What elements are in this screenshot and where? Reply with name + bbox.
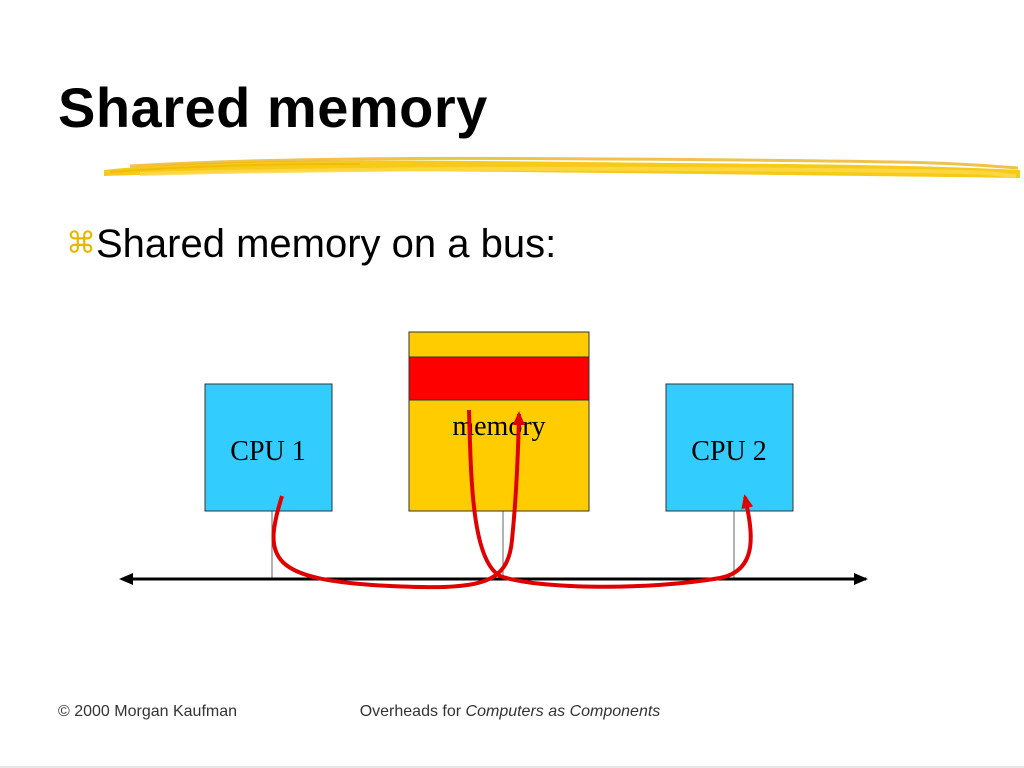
memory-box: memory [408,331,590,512]
cpu1-label: CPU 1 [230,436,305,467]
bus-left-arrowhead [119,573,133,585]
footer-book-title: Computers as Components [465,703,661,720]
cpu2-box: CPU 2 [665,383,794,512]
cpu1-box: CPU 1 [204,383,333,512]
footer-overheads: Overheads for Computers as Components [340,700,680,723]
memory-to-cpu2-arrow [467,409,754,589]
cpu2-label: CPU 2 [691,436,766,467]
footer-overheads-prefix: Overheads for [359,703,466,720]
title-underline-brush [104,156,1020,178]
memory-shared-region [408,356,590,401]
bullet-item: ⌘Shared memory on a bus: [66,222,556,267]
bottom-divider [0,766,1024,768]
bullet-icon: ⌘ [66,227,96,260]
cpu1-to-memory-arrow [271,411,525,590]
footer-copyright: © 2000 Morgan Kaufman [58,703,238,720]
slide-title: Shared memory [58,76,488,139]
memory-label: memory [452,411,545,442]
bullet-text: Shared memory on a bus: [96,222,557,266]
